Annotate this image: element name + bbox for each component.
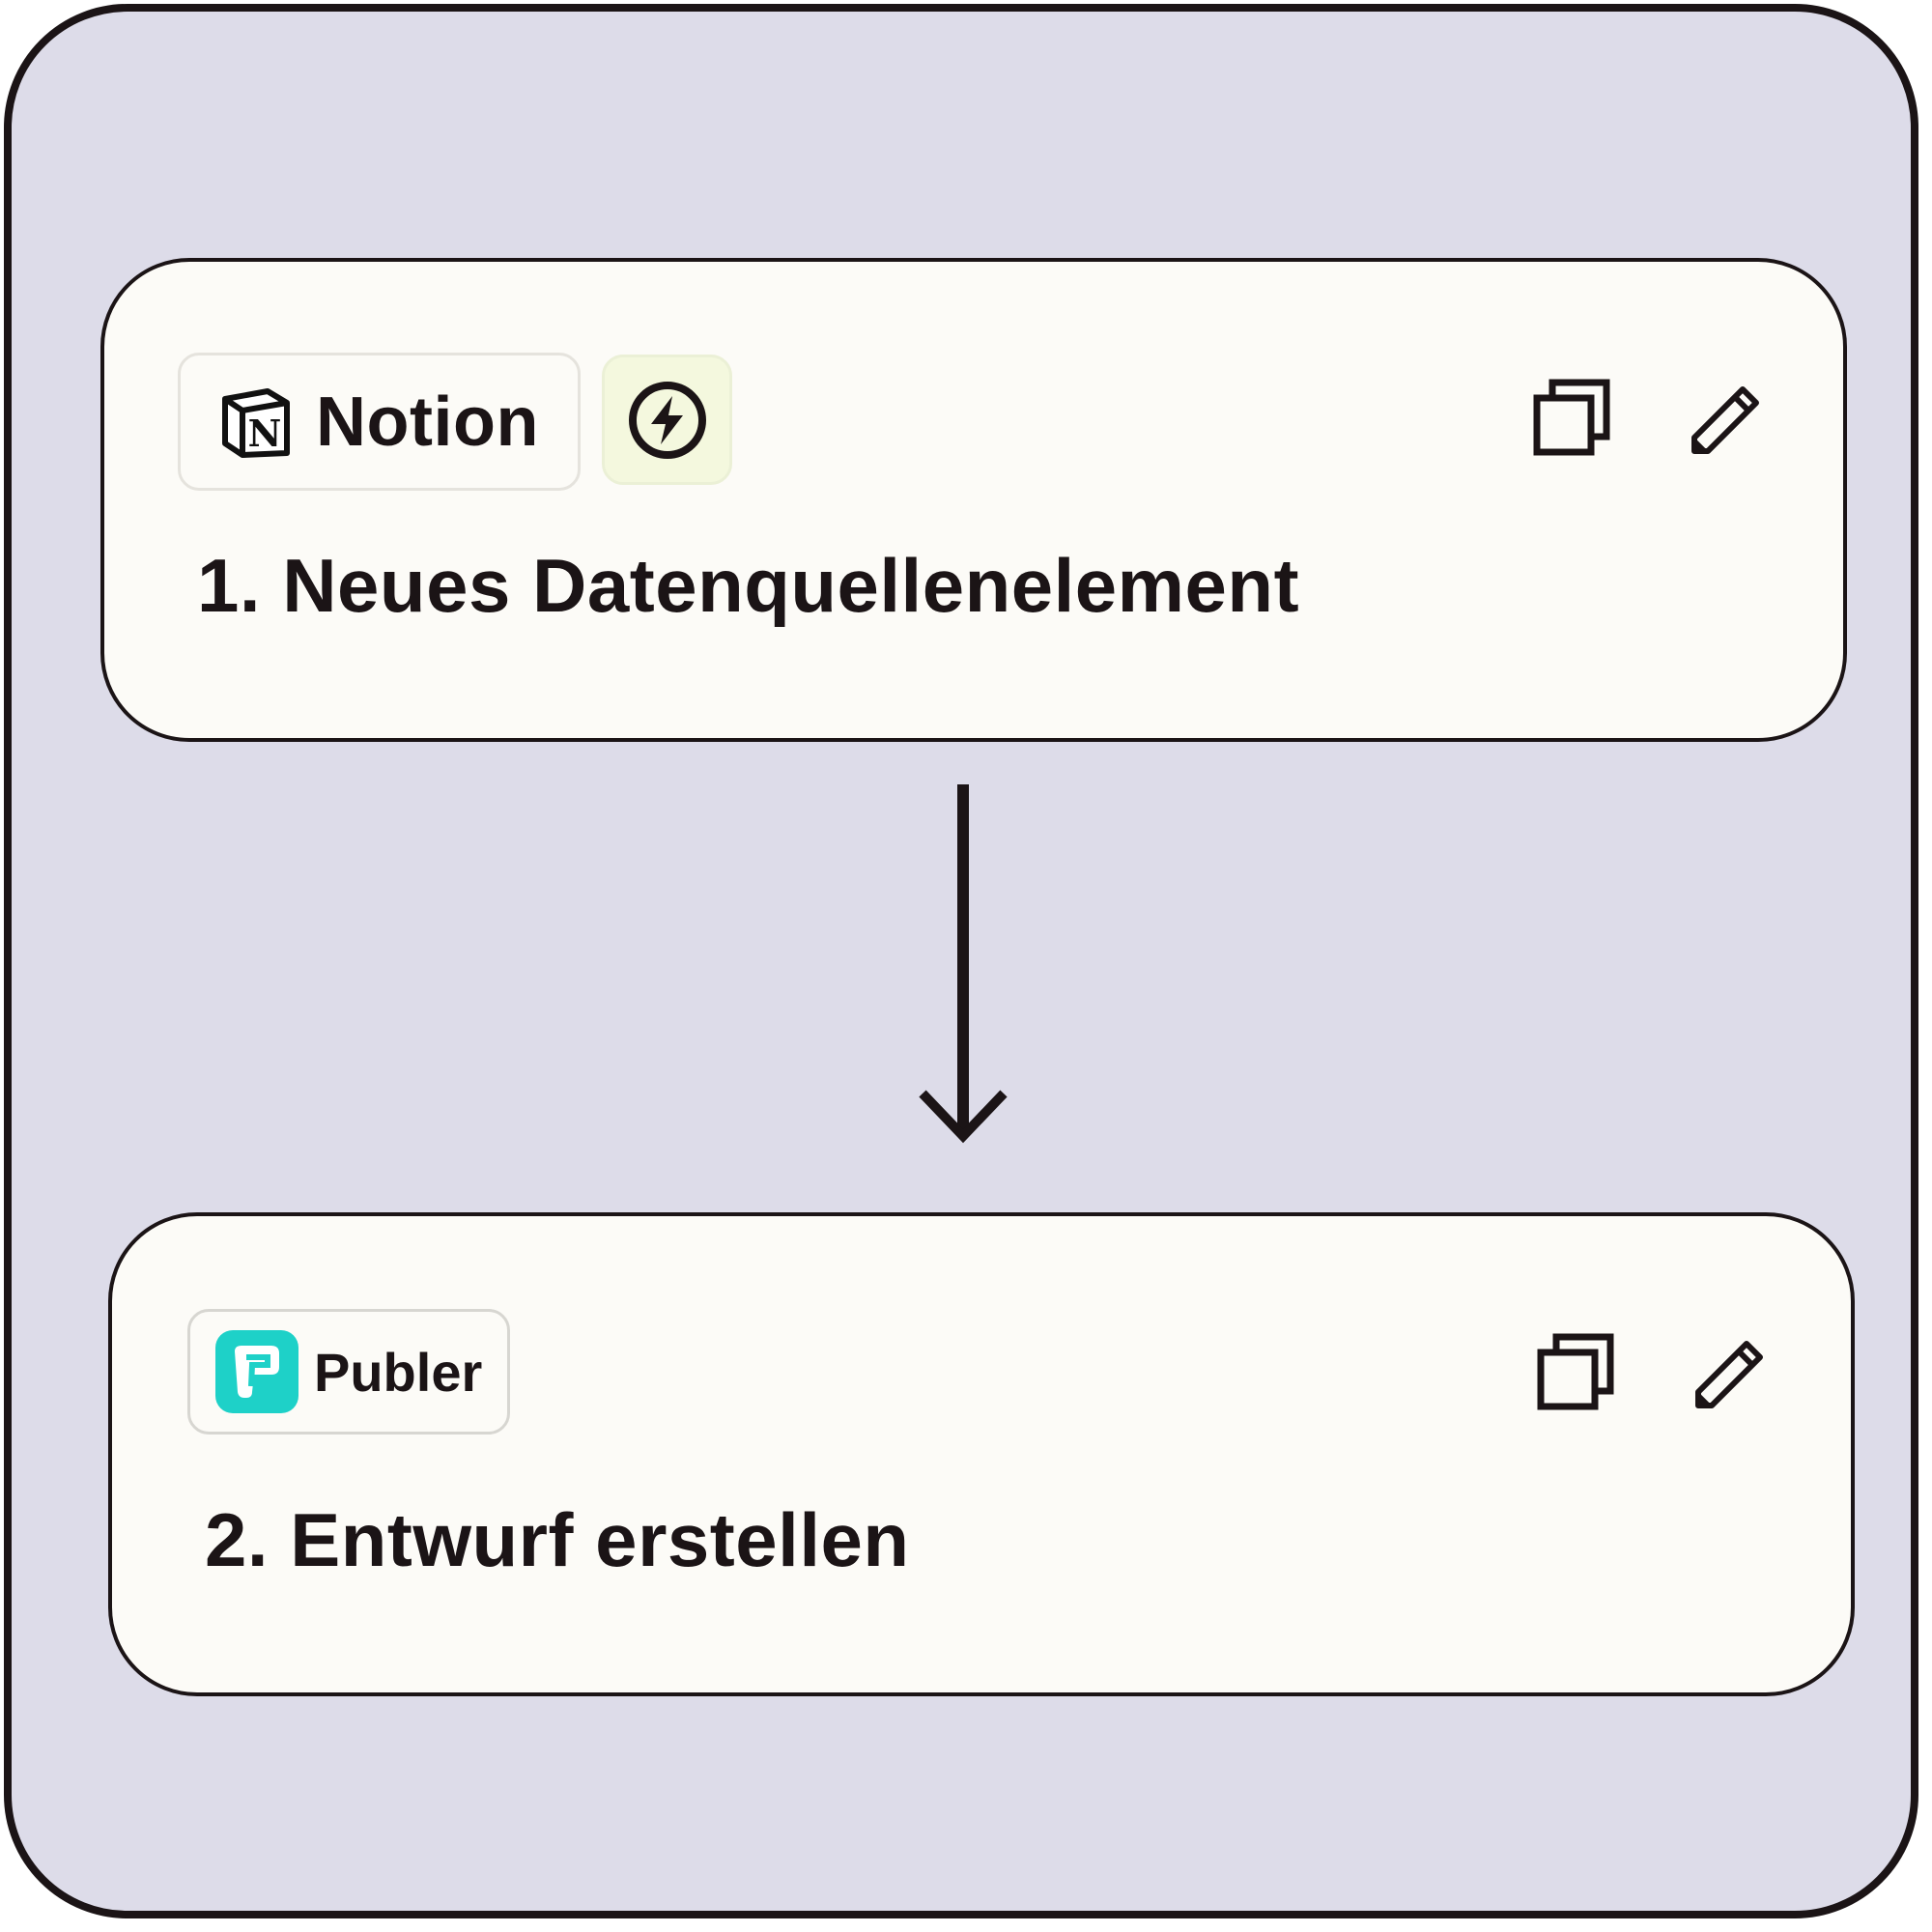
duplicate-step-button[interactable] xyxy=(1524,370,1621,467)
edit-step-button[interactable] xyxy=(1683,1324,1779,1421)
copy-icon xyxy=(1531,377,1614,460)
notion-logo-icon: N xyxy=(219,385,293,459)
svg-text:N: N xyxy=(248,412,282,455)
step-title: 1. Neues Datenquellenelement xyxy=(197,543,1300,628)
step-card-1[interactable]: N Notion xyxy=(100,258,1847,742)
workflow-canvas: N Notion xyxy=(4,4,1918,1918)
app-name-label: Notion xyxy=(316,383,539,461)
lightning-bolt-icon xyxy=(626,379,709,462)
down-arrow-icon xyxy=(915,784,1011,1156)
step-title: 2. Entwurf erstellen xyxy=(205,1497,910,1582)
app-chip-notion[interactable]: N Notion xyxy=(178,353,581,491)
app-chip-publer[interactable]: Publer xyxy=(187,1309,510,1435)
duplicate-step-button[interactable] xyxy=(1528,1324,1625,1421)
pencil-icon xyxy=(1687,378,1768,459)
publer-logo-icon xyxy=(215,1330,298,1413)
app-name-label: Publer xyxy=(314,1341,483,1403)
pencil-icon xyxy=(1690,1332,1772,1413)
copy-icon xyxy=(1535,1331,1618,1414)
trigger-badge[interactable] xyxy=(602,355,732,485)
step-card-2[interactable]: Publer 2. Entwurf erstellen xyxy=(108,1212,1855,1696)
edit-step-button[interactable] xyxy=(1679,370,1776,467)
